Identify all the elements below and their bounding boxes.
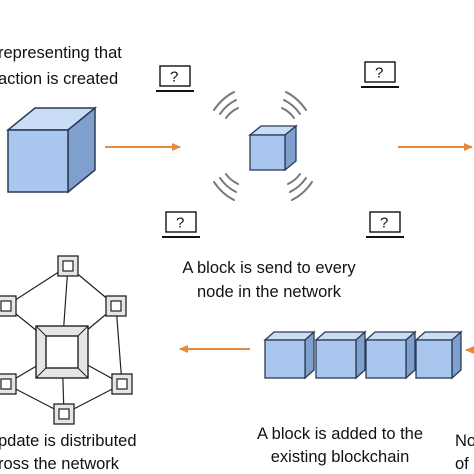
step3-caption-line1: No [455, 432, 474, 450]
laptop-screen-text: ? [176, 215, 184, 232]
step1-caption-line2: action is created [0, 70, 118, 88]
wireless-signal-icon [281, 91, 307, 119]
step2-caption-line2: node in the network [197, 283, 342, 301]
step3-caption-line2: of [455, 455, 469, 473]
wireless-signal-icon [213, 91, 239, 119]
step4-caption-line1: A block is added to the [257, 425, 423, 443]
step4-caption-line2: existing blockchain [271, 448, 410, 466]
small-block-cube [248, 124, 298, 172]
network-node [53, 403, 75, 425]
large-transaction-cube [5, 106, 98, 194]
chain-block [263, 330, 316, 380]
laptop-screen-text: ? [170, 69, 178, 86]
laptop-screen-text: ? [375, 65, 383, 82]
laptop-icon: ? [162, 211, 200, 238]
network-node [105, 295, 127, 317]
wireless-signal-icon [213, 173, 239, 201]
network-node [111, 373, 133, 395]
network-node [57, 255, 79, 277]
wireless-signal-icon [287, 173, 313, 201]
chain-block [364, 330, 417, 380]
network-node [0, 373, 17, 395]
step5-caption-line2: ross the network [0, 455, 120, 473]
laptop-screen-text: ? [380, 215, 388, 232]
blockchain [263, 330, 463, 380]
laptop-icon: ? [361, 61, 399, 88]
chain-block [314, 330, 367, 380]
chain-block [414, 330, 463, 380]
laptop-icon: ? [366, 211, 404, 238]
step5-caption-line1: pdate is distributed [0, 432, 137, 450]
step2-caption-line1: A block is send to every [182, 259, 356, 277]
laptop-icon: ? [156, 65, 194, 92]
network-node [0, 295, 17, 317]
step1-caption-line1: representing that [0, 44, 122, 62]
network-node-center [35, 325, 89, 379]
